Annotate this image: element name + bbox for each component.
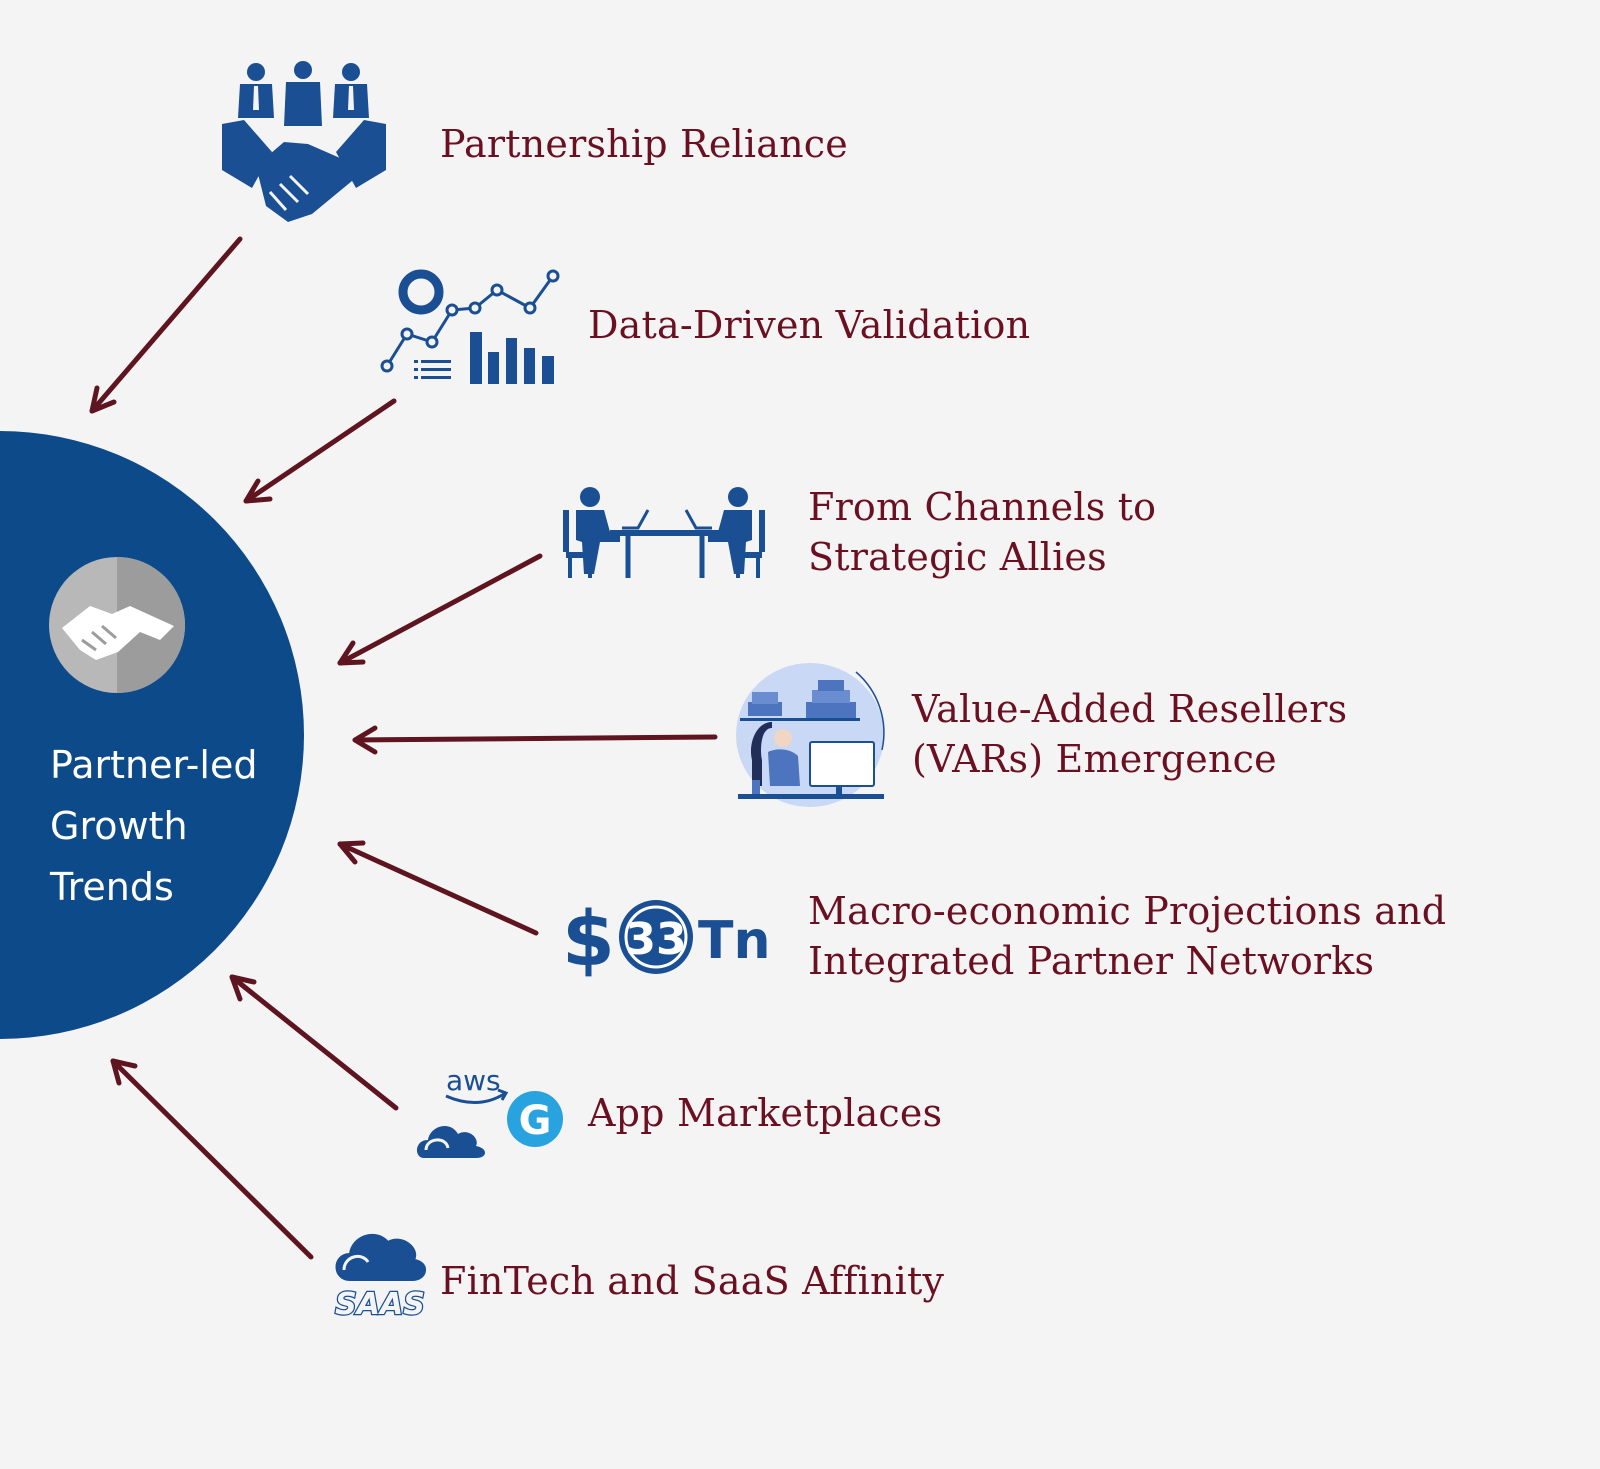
svg-text:$: $ — [562, 894, 615, 983]
label-fintech-saas: FinTech and SaaS Affinity — [440, 1256, 944, 1306]
arrow-app-marketplaces — [229, 974, 399, 1111]
svg-text:G: G — [519, 1098, 552, 1144]
handshake-team-icon — [222, 61, 386, 222]
label-line: Value-Added Resellers — [912, 687, 1348, 731]
hub-label-line-1: Partner-led — [50, 743, 258, 787]
saas-cloud-icon: SAAS — [334, 1233, 426, 1323]
label-line: Partnership Reliance — [440, 122, 848, 166]
cloud-marketplace-icon: aws G — [416, 1064, 563, 1158]
label-line: (VARs) Emergence — [912, 737, 1277, 781]
label-line: Data-Driven Validation — [588, 303, 1031, 347]
label-vars-emergence: Value-Added Resellers (VARs) Emergence — [912, 684, 1347, 784]
label-line: From Channels to — [808, 485, 1157, 529]
meeting-table-icon — [563, 487, 765, 578]
arrows — [89, 236, 718, 1260]
hub-label-line-2: Growth — [50, 804, 188, 848]
dollar-33-trillion-icon: $ 33 Tn — [562, 894, 771, 983]
saas-logo-text: SAAS — [335, 1287, 425, 1322]
label-line: FinTech and SaaS Affinity — [440, 1259, 945, 1303]
trillion-suffix: Tn — [698, 911, 771, 971]
analytics-chart-icon — [380, 269, 560, 384]
label-macro-economic: Macro-economic Projections and Integrate… — [808, 886, 1446, 986]
label-data-driven-validation: Data-Driven Validation — [588, 300, 1030, 350]
label-app-marketplaces: App Marketplaces — [588, 1088, 942, 1138]
hub-label: Partner-led Growth Trends — [50, 735, 300, 918]
arrow-partnership-reliance — [89, 236, 243, 414]
label-line: App Marketplaces — [588, 1091, 943, 1135]
arrow-data-driven-validation — [243, 398, 397, 504]
label-line: Integrated Partner Networks — [808, 939, 1375, 983]
reseller-desk-icon — [736, 663, 885, 807]
label-line: Strategic Allies — [808, 535, 1107, 579]
arrow-vars-emergence — [352, 725, 718, 755]
arrow-macro-economic — [337, 840, 539, 936]
label-channels-strategic-allies: From Channels to Strategic Allies — [808, 482, 1156, 582]
hub-handshake-icon — [49, 557, 185, 693]
trillion-badge-number: 33 — [625, 914, 686, 965]
arrow-channels-strategic-allies — [337, 553, 543, 666]
arrow-fintech-saas — [110, 1058, 314, 1260]
hub-label-line-3: Trends — [50, 865, 174, 909]
label-partnership-reliance: Partnership Reliance — [440, 119, 848, 169]
label-line: Macro-economic Projections and — [808, 889, 1447, 933]
aws-logo-text: aws — [446, 1064, 501, 1097]
